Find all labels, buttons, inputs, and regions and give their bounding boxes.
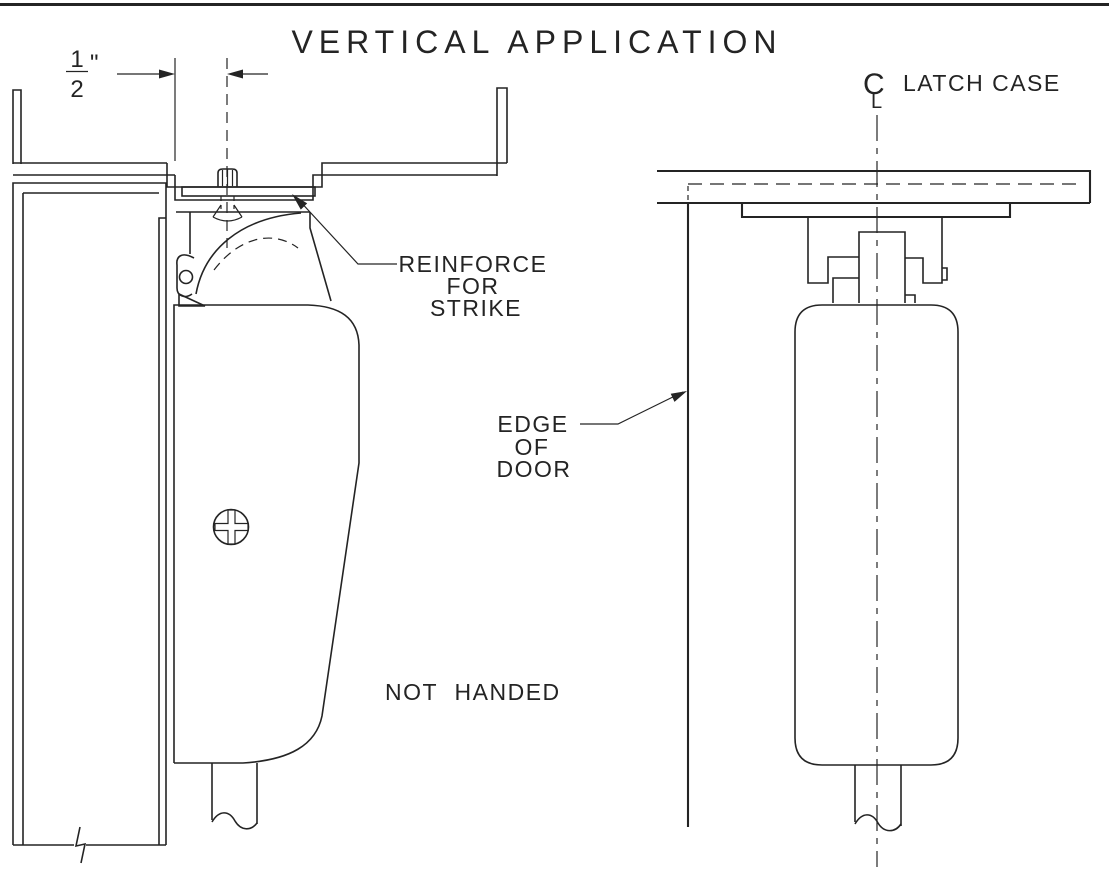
tube-right-step <box>905 294 916 303</box>
centerline-label: C L LATCH CASE <box>863 68 1061 113</box>
door-outline <box>12 182 167 845</box>
door-inner-right <box>158 217 166 845</box>
bolt-guide-tube <box>858 231 906 303</box>
phillips-cross-icon <box>214 509 249 545</box>
left-section-view: 1 2 " <box>12 46 561 864</box>
reinforce-arrowhead-icon <box>292 194 308 210</box>
pivot-pin <box>178 269 194 285</box>
not-handed-note: NOT HANDED <box>385 679 561 705</box>
frame-recess-upper <box>166 162 507 188</box>
latch-bolt-retracted-arc <box>213 237 299 271</box>
edge-line2: OF <box>515 434 550 460</box>
dimension-half-inch: 1 2 " <box>66 46 268 248</box>
latch-case-left <box>173 304 360 830</box>
latch-case-right-outline <box>794 304 959 766</box>
rod-break-left <box>211 812 258 830</box>
screw-thread-hidden <box>220 196 235 209</box>
strike-and-screw <box>181 168 316 222</box>
bracket-left-leg <box>807 217 859 284</box>
edge-line3: DOOR <box>497 456 572 482</box>
page-top-border <box>0 3 1109 6</box>
frame-right-upturn <box>496 87 508 176</box>
screw-countersink <box>212 204 243 218</box>
latch-case-left-outline <box>173 304 360 764</box>
frame-recess-lower <box>174 174 497 201</box>
drawing-title: VERTICAL APPLICATION <box>291 24 782 60</box>
screw-head <box>217 168 238 187</box>
reinforce-line3: STRIKE <box>430 295 522 321</box>
callout-reinforce: REINFORCE FOR STRIKE <box>292 194 548 321</box>
header-bar-outline <box>657 169 1092 205</box>
dimension-numerator: 1 <box>70 46 83 73</box>
frame-header-bar <box>657 169 1092 205</box>
reinforce-leader-line <box>296 197 397 265</box>
housing-right-slope <box>309 212 332 302</box>
screw-tip-arc <box>212 216 243 222</box>
strike-plate-right <box>740 203 1012 219</box>
door-section <box>12 182 167 864</box>
dim-arrowhead-left-icon <box>227 69 243 79</box>
edge-leader-line <box>580 391 684 425</box>
edge-arrowhead-icon <box>670 391 687 402</box>
door-break-line <box>74 826 87 864</box>
inch-marks: " <box>90 50 99 77</box>
bracket-side-tab <box>942 267 948 281</box>
frame-header-section <box>12 87 508 201</box>
tube-left-block <box>832 277 859 303</box>
callout-edge-of-door: EDGE OF DOOR <box>497 391 687 482</box>
frame-left-upturn <box>12 89 22 164</box>
phillips-screw-icon <box>212 508 250 546</box>
strike-bracket <box>807 217 948 303</box>
pivot-wedge <box>178 292 206 307</box>
edge-line1: EDGE <box>497 411 568 437</box>
latch-case-label: LATCH CASE <box>903 70 1061 96</box>
centerline-symbol-l: L <box>871 91 882 113</box>
screw-head-hatch <box>221 169 234 186</box>
latch-bolt-face-curve <box>195 212 302 295</box>
strike-plate <box>181 186 316 197</box>
rod-break-right <box>854 814 902 832</box>
rod-left <box>211 763 258 824</box>
rod-right <box>854 765 902 826</box>
reinforce-line1: REINFORCE <box>399 251 548 277</box>
dimension-denominator: 2 <box>70 76 83 103</box>
centerline-symbol-c: C <box>863 68 885 101</box>
reinforce-line2: FOR <box>446 273 499 299</box>
latch-case-right <box>794 304 959 832</box>
dim-arrowhead-right-icon <box>159 69 175 79</box>
latch-bolt-mechanism <box>176 211 332 307</box>
right-elevation-view: C L LATCH CASE <box>497 68 1092 867</box>
bracket-right-leg <box>905 217 943 284</box>
